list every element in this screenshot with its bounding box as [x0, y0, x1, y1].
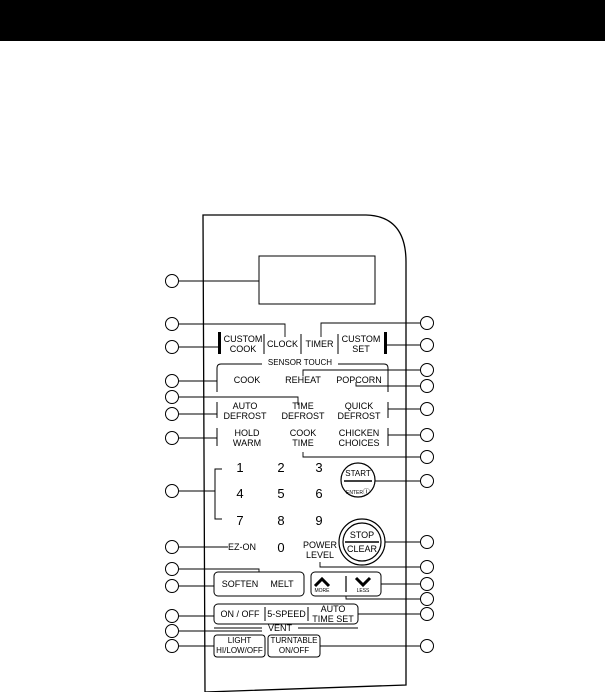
chicken-choices-button[interactable]: CHICKEN CHOICES	[338, 428, 380, 448]
reheat-button[interactable]: REHEAT	[285, 375, 321, 385]
custom-cook-button[interactable]: CUSTOM COOK	[223, 334, 263, 354]
key-6[interactable]: 6	[315, 486, 323, 501]
callout-left-13	[165, 624, 179, 638]
callout-right-3	[420, 363, 434, 377]
popcorn-button[interactable]: POPCORN	[336, 375, 382, 385]
more-button[interactable]: MORE	[314, 588, 330, 594]
callout-left-6	[165, 407, 179, 421]
callout-left-5	[165, 390, 179, 404]
turntable-button[interactable]: TURNTABLE ON/OFF	[270, 636, 318, 655]
display-window	[258, 255, 376, 305]
vent-group-label: VENT	[267, 623, 292, 633]
callout-left-7	[165, 431, 179, 445]
callout-left-12	[165, 609, 179, 623]
quick-defrost-button[interactable]: QUICK DEFROST	[337, 401, 381, 421]
key-2[interactable]: 2	[277, 460, 285, 475]
callout-left-8	[165, 484, 179, 498]
callout-left-2	[165, 317, 179, 331]
leader-lines-right	[302, 322, 427, 647]
callout-left-1	[165, 274, 179, 288]
callout-right-4	[420, 379, 434, 393]
cook-time-button[interactable]: COOK TIME	[289, 428, 317, 448]
key-8[interactable]: 8	[277, 513, 285, 528]
vent-on-off-button[interactable]: ON / OFF	[220, 609, 260, 619]
callout-right-2	[420, 338, 434, 352]
sensor-group-bracket	[216, 363, 389, 392]
up-arrow-shape	[313, 576, 331, 588]
callout-right-11	[420, 577, 434, 591]
down-arrow-shape	[354, 576, 372, 588]
key-4[interactable]: 4	[236, 486, 244, 501]
soften-button[interactable]: SOFTEN	[221, 579, 259, 589]
vent-5-speed-button[interactable]: 5-SPEED	[267, 609, 306, 619]
keypad-bracket	[214, 468, 222, 520]
key-1[interactable]: 1	[236, 460, 244, 475]
key-0[interactable]: 0	[277, 540, 285, 555]
enter-text: ENTER	[346, 490, 363, 496]
lock-icon: Ⓘ	[362, 489, 370, 496]
power-level-button[interactable]: POWER LEVEL	[302, 540, 337, 560]
callout-right-7	[420, 450, 434, 464]
callout-left-11	[165, 579, 179, 593]
callout-right-5	[420, 402, 434, 416]
stop-button-inner	[342, 522, 382, 562]
start-button[interactable]: START	[345, 469, 371, 478]
key-7[interactable]: 7	[236, 513, 244, 528]
clock-button[interactable]: CLOCK	[266, 339, 298, 349]
callout-left-4	[165, 374, 179, 388]
timer-button[interactable]: TIMER	[305, 339, 334, 349]
hold-warm-button[interactable]: HOLD WARM	[232, 428, 262, 448]
key-9[interactable]: 9	[315, 513, 323, 528]
callout-right-8	[420, 474, 434, 488]
callout-right-14	[420, 639, 434, 653]
less-button[interactable]: LESS	[356, 588, 370, 594]
callout-right-6	[420, 428, 434, 442]
panel-outline	[202, 214, 407, 692]
start-button-circle	[340, 462, 376, 498]
custom-set-bar	[384, 332, 387, 354]
ez-on-button[interactable]: EZ-ON	[228, 542, 256, 552]
sensor-cook-button[interactable]: COOK	[233, 375, 261, 385]
callout-right-1	[420, 316, 434, 330]
callout-left-3	[165, 340, 179, 354]
melt-button[interactable]: MELT	[270, 579, 294, 589]
light-button[interactable]: LIGHT HI/LOW/OFF	[216, 636, 263, 655]
custom-cook-bar	[218, 332, 221, 354]
callout-right-12	[420, 592, 434, 606]
enter-label: ENTERⒾ	[343, 484, 373, 496]
key-5[interactable]: 5	[277, 486, 285, 501]
leader-lines-left	[179, 280, 299, 647]
sensor-touch-label: SENSOR TOUCH	[267, 358, 333, 367]
callout-right-10	[420, 560, 434, 574]
time-defrost-button[interactable]: TIME DEFROST	[281, 401, 325, 421]
key-3[interactable]: 3	[315, 460, 323, 475]
stop-button[interactable]: STOP	[349, 530, 375, 540]
auto-defrost-button[interactable]: AUTO DEFROST	[223, 401, 267, 421]
callout-left-9	[165, 540, 179, 554]
auto-time-set-button[interactable]: AUTO TIME SET	[312, 604, 354, 624]
callout-right-9	[420, 535, 434, 549]
custom-set-button[interactable]: CUSTOM SET	[341, 334, 381, 354]
clear-button[interactable]: CLEAR	[346, 544, 377, 554]
header-bar	[0, 0, 605, 41]
callout-left-10	[165, 562, 179, 576]
callout-left-14	[165, 639, 179, 653]
callout-right-13	[420, 607, 434, 621]
